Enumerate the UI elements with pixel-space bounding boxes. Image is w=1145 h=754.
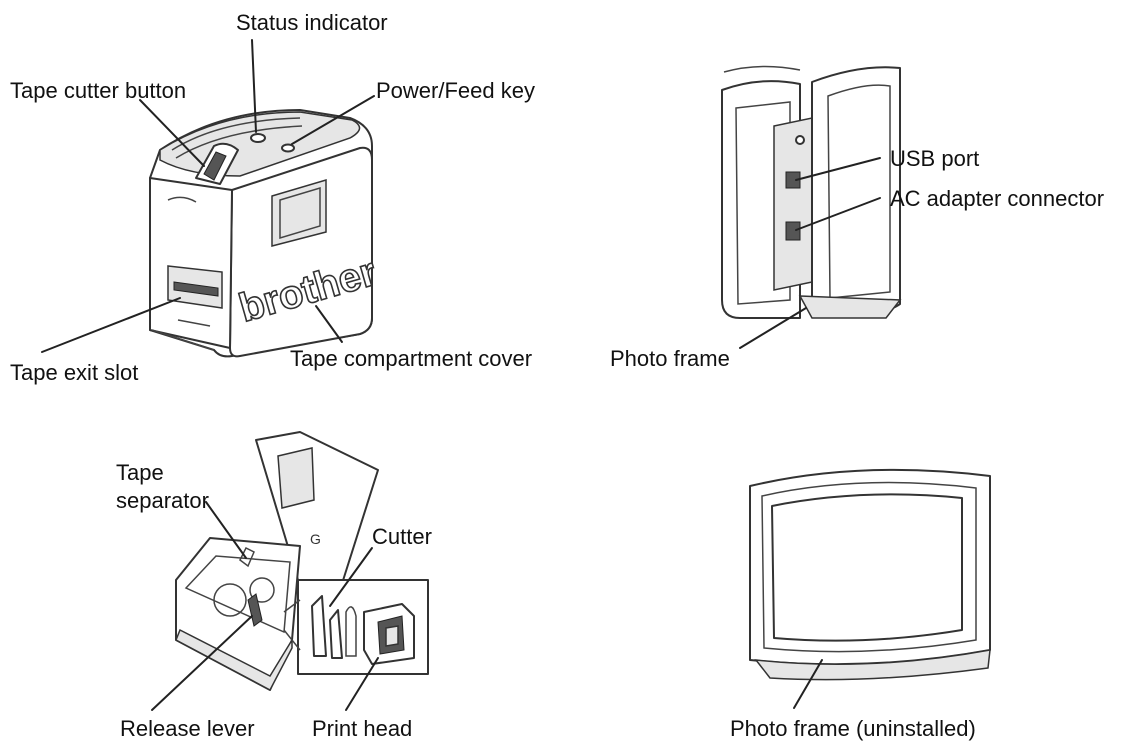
label-tape-separator-line1: Tape (116, 460, 164, 485)
label-tape-compartment-cover: Tape compartment cover (290, 346, 533, 371)
printer-open-drawing: G (175, 431, 429, 692)
leader-lines (41, 39, 881, 711)
label-print-head: Print head (312, 716, 413, 741)
label-tape-exit-slot: Tape exit slot (10, 360, 139, 385)
photo-frame-drawing (749, 468, 991, 681)
label-photo-frame-uninstalled: Photo frame (uninstalled) (730, 716, 976, 741)
label-tape-separator-line2: separator (116, 488, 209, 513)
printer-front-drawing: brother (149, 109, 382, 358)
label-power-feed-key: Power/Feed key (376, 78, 535, 103)
label-ac-adapter-connector: AC adapter connector (890, 186, 1105, 211)
label-tape-cutter-button: Tape cutter button (10, 78, 187, 103)
label-status-indicator: Status indicator (236, 10, 388, 35)
printer-back-drawing (721, 65, 902, 319)
label-usb-port: USB port (890, 146, 980, 171)
svg-text:G: G (310, 531, 321, 547)
label-photo-frame: Photo frame (610, 346, 730, 371)
label-release-lever: Release lever (120, 716, 255, 741)
label-cutter: Cutter (372, 524, 432, 549)
